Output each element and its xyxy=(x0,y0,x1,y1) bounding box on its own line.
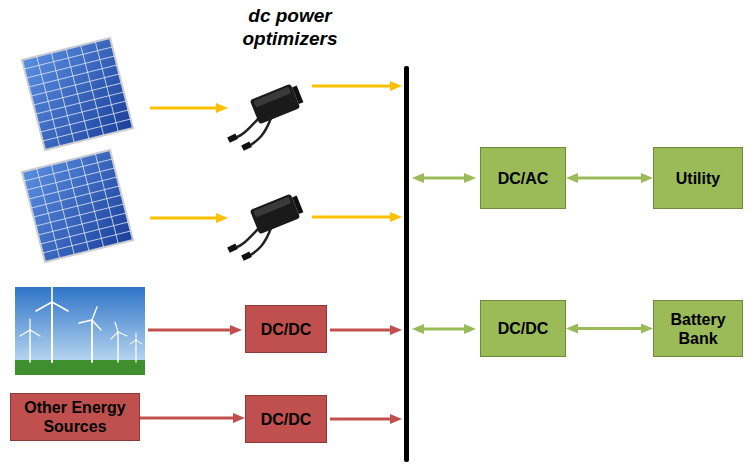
caption-label: dc power optimizers xyxy=(226,4,354,50)
box-text: Other Energy Sources xyxy=(15,398,135,436)
power-connector xyxy=(140,417,239,420)
power-arrow xyxy=(418,177,470,180)
power-arrow xyxy=(150,217,222,220)
converter-box: DC/AC xyxy=(480,147,566,209)
converter-box: Other Energy Sources xyxy=(10,393,140,441)
converter-box: Utility xyxy=(653,147,743,209)
box-text: DC/AC xyxy=(498,169,549,188)
box-text: DC/DC xyxy=(261,410,312,429)
box-text: Battery Bank xyxy=(658,310,738,348)
power-connector xyxy=(572,177,647,180)
optimizer-icon xyxy=(227,82,305,151)
converter-box: DC/DC xyxy=(245,305,327,353)
solar-panel xyxy=(22,150,133,262)
power-arrow xyxy=(312,216,396,219)
power-arrow xyxy=(150,107,222,110)
dc-bus xyxy=(404,66,409,462)
power-arrow xyxy=(418,328,470,331)
converter-box: Battery Bank xyxy=(653,300,743,357)
power-arrow xyxy=(148,329,236,332)
solar-panel xyxy=(22,38,133,150)
power-arrow xyxy=(330,329,396,332)
box-text: Utility xyxy=(676,169,720,188)
power-arrow xyxy=(312,85,396,88)
wind-turbines xyxy=(15,284,145,375)
converter-box: DC/DC xyxy=(480,300,566,357)
box-text: DC/DC xyxy=(498,319,549,338)
power-connector xyxy=(572,327,647,330)
optimizer-icon xyxy=(227,192,305,261)
box-text: DC/DC xyxy=(261,320,312,339)
converter-box: DC/DC xyxy=(245,395,327,443)
power-arrow xyxy=(330,418,396,421)
